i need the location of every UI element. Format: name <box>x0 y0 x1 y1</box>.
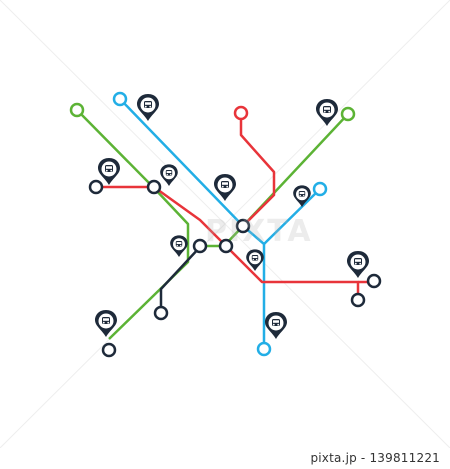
background-lines <box>0 0 450 449</box>
bus-icon <box>98 158 120 185</box>
navy-line <box>159 246 201 313</box>
stations <box>69 91 382 358</box>
station-interchange-south-b <box>218 238 234 254</box>
station-red-south-terminus <box>350 292 366 308</box>
watermark-brand: PIXTA <box>205 214 313 249</box>
green-line-east <box>200 113 349 248</box>
station-red-east-terminus <box>366 273 382 289</box>
station-blue-west-terminus <box>112 91 128 107</box>
station-interchange-south-a <box>192 238 208 254</box>
bus-icon <box>265 312 287 339</box>
bus-icon <box>214 174 236 201</box>
footer-bar <box>0 448 450 469</box>
station-blue-east-terminus <box>312 181 328 197</box>
bus-icon <box>137 94 159 121</box>
bus-icon <box>316 99 338 126</box>
station-interchange-west <box>146 179 162 195</box>
station-blue-south-terminus <box>256 341 272 357</box>
bus-icon <box>160 164 178 186</box>
blue-line <box>119 98 266 349</box>
station-red-north-terminus <box>233 105 249 121</box>
station-green-east-terminus <box>340 106 356 122</box>
green-line <box>76 109 190 340</box>
station-red-west-terminus <box>88 179 104 195</box>
red-line-north <box>239 113 276 227</box>
blue-line-east <box>263 188 321 245</box>
station-navy-terminus <box>153 305 169 321</box>
station-green-west-terminus <box>69 102 85 118</box>
station-green-south-terminus <box>101 342 117 358</box>
bus-icon <box>347 251 369 278</box>
image-credit: pixta.jp - 139811221 <box>310 451 440 465</box>
bus-icon <box>293 185 311 207</box>
bus-icon <box>170 235 188 257</box>
station-interchange-central <box>235 218 251 234</box>
